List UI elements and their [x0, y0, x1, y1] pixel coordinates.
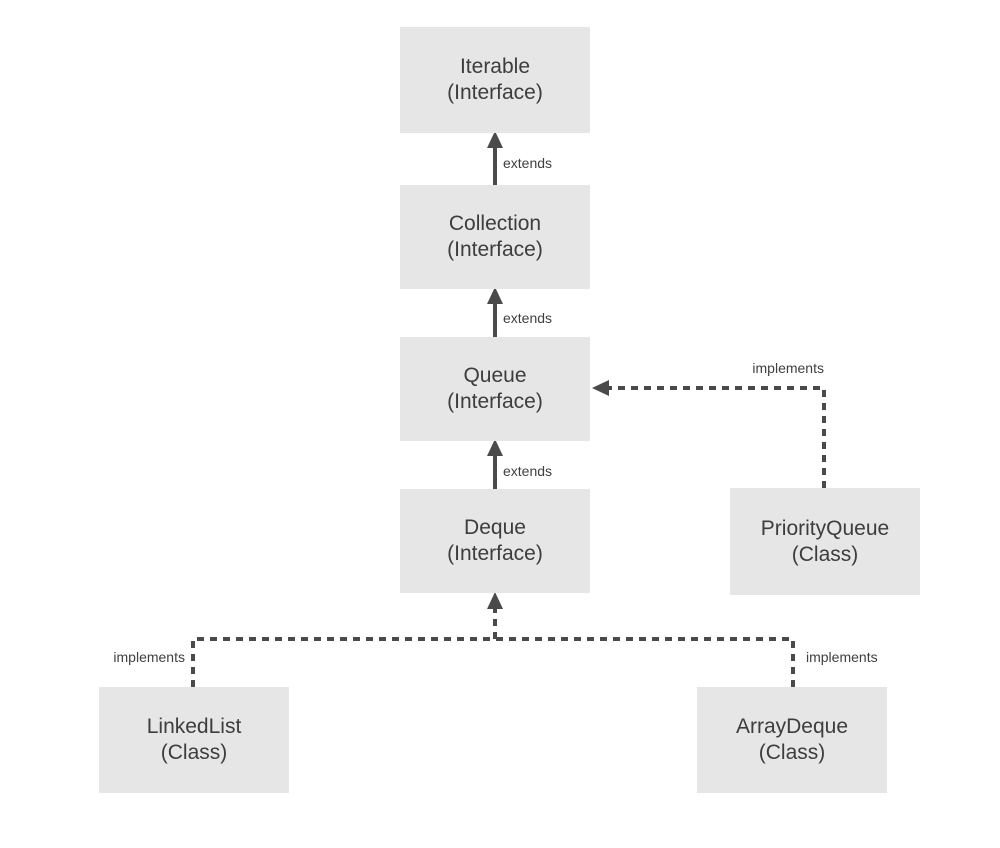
extends-arrow-queue-to-collection	[487, 287, 503, 337]
node-arraydeque-class: ArrayDeque (Class)	[697, 687, 887, 793]
node-title: PriorityQueue	[760, 516, 890, 540]
edge-label-extends-queue-collection: extends	[503, 310, 553, 326]
node-subtitle: (Interface)	[447, 81, 543, 104]
extends-arrow-deque-to-queue	[487, 439, 503, 489]
node-deque-interface: Deque (Interface)	[400, 489, 590, 593]
edge-label-implements-priorityqueue: implements	[752, 360, 824, 376]
node-subtitle: (Class)	[791, 542, 859, 566]
node-title: LinkedList	[146, 715, 242, 738]
node-subtitle: (Class)	[160, 741, 228, 764]
node-subtitle: (Interface)	[447, 390, 543, 413]
node-title: ArrayDeque	[735, 715, 849, 738]
implements-connector-bus	[191, 592, 795, 687]
edge-label-implements-linkedlist: implements	[113, 649, 185, 665]
implements-arrow-priorityqueue-to-queue	[592, 380, 826, 488]
node-title: Iterable	[459, 55, 531, 78]
extends-arrow-collection-to-iterable	[487, 131, 503, 185]
node-subtitle: (Interface)	[447, 238, 543, 261]
node-title: Collection	[448, 212, 542, 235]
node-priorityqueue-class: PriorityQueue (Class)	[730, 488, 920, 595]
node-title: Queue	[463, 364, 527, 387]
edge-label-implements-arraydeque: implements	[806, 649, 878, 665]
node-title: Deque	[464, 516, 526, 539]
edge-label-extends-deque-queue: extends	[503, 463, 553, 479]
node-linkedlist-class: LinkedList (Class)	[99, 687, 289, 793]
node-collection-interface: Collection (Interface)	[400, 185, 590, 289]
node-queue-interface: Queue (Interface)	[400, 337, 590, 441]
node-iterable-interface: Iterable (Interface)	[400, 27, 590, 133]
edge-label-extends-collection-iterable: extends	[503, 155, 553, 171]
node-subtitle: (Interface)	[447, 542, 543, 565]
node-subtitle: (Class)	[758, 741, 826, 764]
